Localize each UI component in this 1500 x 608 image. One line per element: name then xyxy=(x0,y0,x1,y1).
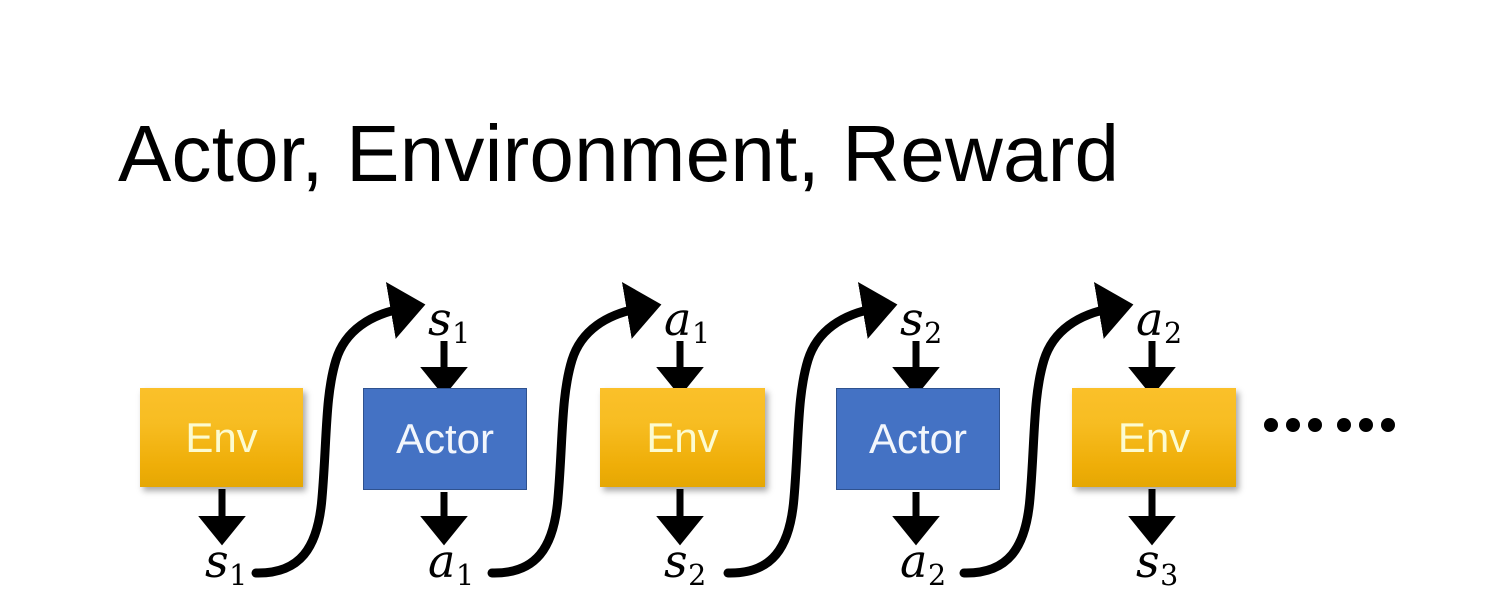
node-label: Env xyxy=(1117,413,1191,461)
node-env-3[interactable]: Env xyxy=(1072,388,1236,487)
label-subscript: 2 xyxy=(1164,316,1183,350)
label-top-a2: a2 xyxy=(1136,296,1182,347)
label-subscript: 1 xyxy=(452,316,471,350)
label-top-a1: a1 xyxy=(664,296,710,347)
label-base: a xyxy=(428,534,456,588)
node-label: Env xyxy=(185,413,258,461)
vertical-arrows-into-boxes xyxy=(420,341,1176,397)
ellipsis-dot xyxy=(1286,418,1300,432)
label-bottom-s1: s1 xyxy=(205,538,247,589)
ellipsis-dot xyxy=(1337,418,1351,432)
label-bottom-a2: a2 xyxy=(900,538,946,589)
label-base: s xyxy=(900,292,924,346)
ellipsis-dot xyxy=(1381,418,1395,432)
label-base: s xyxy=(428,292,452,346)
label-subscript: 2 xyxy=(688,558,707,592)
label-top-s1: s1 xyxy=(428,296,470,347)
vertical-arrows-out-of-boxes xyxy=(198,489,1176,546)
node-label: Env xyxy=(646,413,719,461)
label-subscript: 3 xyxy=(1160,558,1179,592)
ellipsis-dot xyxy=(1308,418,1322,432)
ellipsis-continuation xyxy=(1264,418,1395,432)
label-subscript: 1 xyxy=(456,558,475,592)
node-actor-1[interactable]: Actor xyxy=(363,388,527,490)
label-base: s xyxy=(205,534,229,588)
node-env-2[interactable]: Env xyxy=(600,388,765,487)
label-top-s2: s2 xyxy=(900,296,942,347)
label-subscript: 2 xyxy=(924,316,943,350)
ellipsis-dot xyxy=(1264,418,1278,432)
node-actor-2[interactable]: Actor xyxy=(836,388,1000,490)
label-bottom-s3: s3 xyxy=(1136,538,1178,589)
label-bottom-s2: s2 xyxy=(664,538,706,589)
label-bottom-a1: a1 xyxy=(428,538,474,589)
node-label: Actor xyxy=(868,415,968,462)
node-label: Actor xyxy=(395,415,495,462)
ellipsis-dot xyxy=(1359,418,1373,432)
node-env-1[interactable]: Env xyxy=(140,388,303,487)
label-base: s xyxy=(664,534,688,588)
label-subscript: 1 xyxy=(692,316,711,350)
label-base: s xyxy=(1136,534,1160,588)
label-subscript: 2 xyxy=(928,558,947,592)
label-base: a xyxy=(1136,292,1164,346)
label-base: a xyxy=(664,292,692,346)
label-subscript: 1 xyxy=(229,558,248,592)
label-base: a xyxy=(900,534,928,588)
page-title: Actor, Environment, Reward xyxy=(118,109,1120,198)
